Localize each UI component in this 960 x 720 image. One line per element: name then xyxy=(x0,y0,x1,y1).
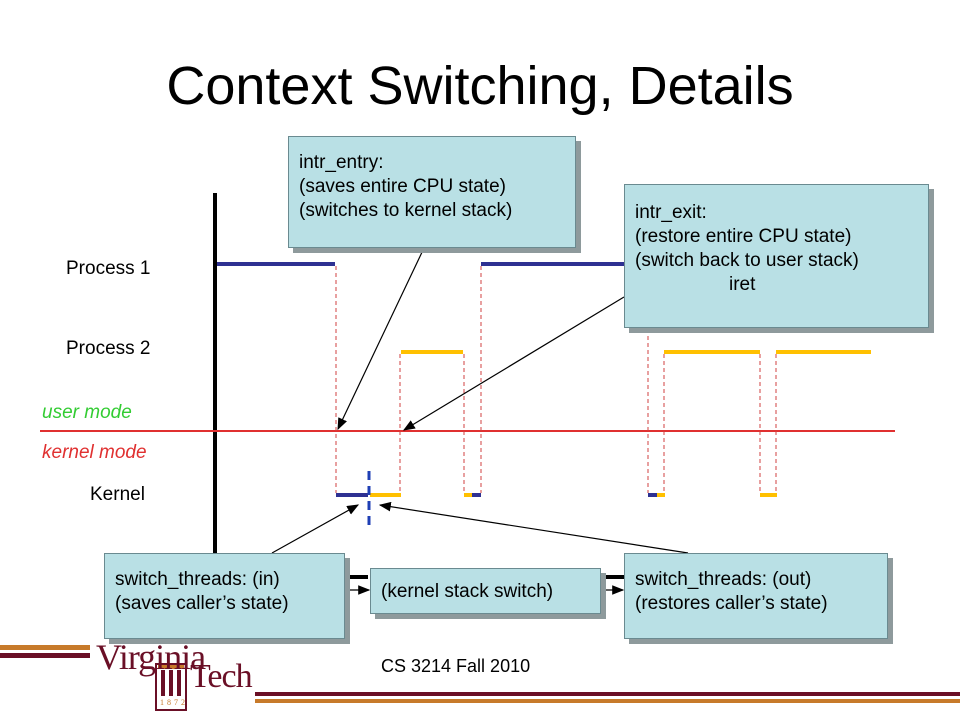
footer-rule xyxy=(0,645,90,650)
footer-rule xyxy=(255,699,960,703)
switch-out-callout: switch_threads: (out) (restores caller’s… xyxy=(624,553,888,639)
vt-logo-tech: Tech xyxy=(190,658,253,695)
callout-line: intr_entry: xyxy=(299,152,384,173)
switch-in-callout: switch_threads: (in) (saves caller’s sta… xyxy=(104,553,345,639)
kernel-stack-switch-callout: (kernel stack switch) xyxy=(370,568,601,614)
vt-crest xyxy=(155,663,187,711)
user-mode-label: user mode xyxy=(42,402,132,423)
intr-entry-callout: intr_entry: (saves entire CPU state) (sw… xyxy=(288,136,576,248)
vt-logo-year: 1872 xyxy=(160,698,188,707)
callout-line: (kernel stack switch) xyxy=(381,581,554,602)
process1-label: Process 1 xyxy=(66,258,151,279)
callout-line: (saves entire CPU state) xyxy=(299,176,506,197)
kernel-label: Kernel xyxy=(90,484,145,505)
callout-line: switch_threads: (in) xyxy=(115,569,280,590)
pointer-intr-entry xyxy=(337,247,425,431)
callout-line: (saves caller’s state) xyxy=(115,593,289,614)
callout-line: (switch back to user stack) xyxy=(635,250,859,271)
process2-label: Process 2 xyxy=(66,338,151,359)
pointer-switch-out xyxy=(378,501,689,554)
footer-text: CS 3214 Fall 2010 xyxy=(381,656,531,676)
callout-line: iret xyxy=(729,274,756,295)
callout-line: (switches to kernel stack) xyxy=(299,200,513,221)
callout-line: (restore entire CPU state) xyxy=(635,226,852,247)
callout-line: (restores caller’s state) xyxy=(635,593,828,614)
vt-logo-virginia: Virginia xyxy=(96,637,206,677)
kernel-mode-label: kernel mode xyxy=(42,442,147,463)
footer-rule xyxy=(255,692,960,696)
intr-exit-callout: intr_exit: (restore entire CPU state) (s… xyxy=(624,184,929,328)
callout-line: switch_threads: (out) xyxy=(635,569,812,590)
pointer-switch-in xyxy=(271,504,360,554)
slide-title: Context Switching, Details xyxy=(166,56,794,116)
callout-line: intr_exit: xyxy=(635,202,707,223)
pointer-intr-exit xyxy=(402,296,625,431)
footer-rule xyxy=(0,653,90,658)
